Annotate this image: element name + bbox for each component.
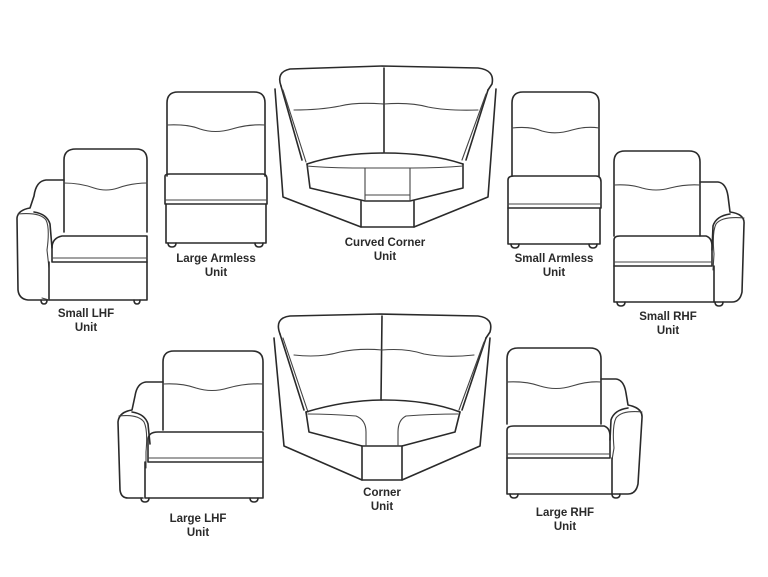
small-armless-unit-label: Small Armless Unit <box>484 252 624 280</box>
large-lhf-unit-label-line1: Large LHF <box>169 513 227 525</box>
curved-corner-unit-label: Curved Corner Unit <box>315 236 455 264</box>
small-lhf-unit-label: Small LHF Unit <box>16 307 156 335</box>
small-lhf-unit-label-line1: Small LHF <box>57 308 115 320</box>
small-armless-unit-label-line1: Small Armless <box>514 253 594 265</box>
small-rhf-unit-label-line2: Unit <box>656 325 680 337</box>
small-rhf-unit-label-line1: Small RHF <box>639 311 697 323</box>
corner-unit-label-line1: Corner <box>363 487 401 499</box>
large-armless-unit-label-line2: Unit <box>204 267 228 279</box>
small-rhf-unit-label: Small RHF Unit <box>598 310 738 338</box>
large-rhf-unit-label: Large RHF Unit <box>495 506 635 534</box>
large-rhf-unit-label-line2: Unit <box>553 521 577 533</box>
large-armless-unit-label-line1: Large Armless <box>176 253 256 265</box>
large-lhf-unit-label: Large LHF Unit <box>128 512 268 540</box>
small-armless-unit-label-line2: Unit <box>542 267 566 279</box>
curved-corner-unit-label-line2: Unit <box>373 251 397 263</box>
small-lhf-unit-label-line2: Unit <box>74 322 98 334</box>
large-armless-unit-label: Large Armless Unit <box>146 252 286 280</box>
corner-unit-label: Corner Unit <box>312 486 452 514</box>
large-rhf-unit-label-line1: Large RHF <box>535 507 595 519</box>
large-lhf-unit-label-line2: Unit <box>186 527 210 539</box>
corner-unit-label-line2: Unit <box>370 501 394 513</box>
curved-corner-unit-label-line1: Curved Corner <box>344 237 426 249</box>
